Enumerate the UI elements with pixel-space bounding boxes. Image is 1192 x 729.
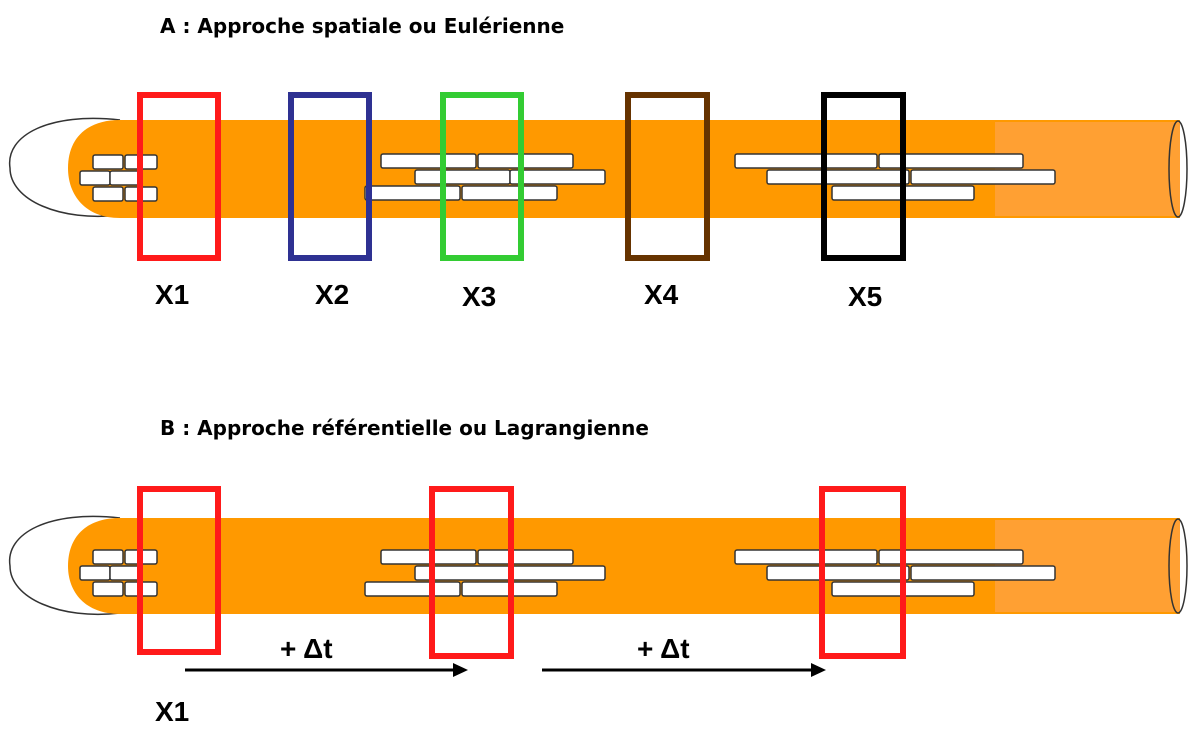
particle — [766, 169, 910, 185]
arrow-head-2 — [811, 663, 826, 677]
particle — [380, 153, 477, 169]
tracking-frame-t0 — [137, 486, 221, 655]
particle — [509, 565, 606, 581]
particle — [477, 549, 574, 565]
particle — [92, 549, 124, 565]
arrow-head-1 — [453, 663, 468, 677]
time-step-arrows — [185, 663, 826, 677]
time-step-label-1: + Δt — [280, 633, 333, 664]
particle — [92, 154, 124, 170]
tube-a-end-ring — [1168, 120, 1188, 218]
particle — [79, 565, 111, 581]
start-label-x1: X1 — [155, 696, 190, 727]
particle — [414, 169, 511, 185]
particle — [734, 153, 878, 169]
station-label-x2: X2 — [315, 279, 350, 310]
tube-b-end-ring — [1168, 518, 1188, 614]
tracking-frame-t1 — [429, 486, 514, 659]
particle — [461, 185, 558, 201]
particle — [910, 565, 1056, 581]
tube-b-particles — [79, 549, 1056, 597]
particle — [364, 185, 461, 201]
tracking-frame-t2 — [819, 486, 906, 659]
panel-b-title: B : Approche référentielle ou Lagrangien… — [160, 416, 649, 440]
particle — [477, 153, 574, 169]
station-label-x5: X5 — [848, 281, 883, 312]
station-frame-x2 — [288, 92, 372, 261]
particle — [878, 549, 1024, 565]
particle — [92, 581, 124, 597]
tube-a-light-band — [995, 122, 1180, 216]
particle — [364, 581, 461, 597]
particle — [92, 186, 124, 202]
panel-a-title: A : Approche spatiale ou Eulérienne — [160, 14, 565, 38]
particle — [734, 549, 878, 565]
particle — [878, 153, 1024, 169]
station-frame-x1 — [137, 92, 221, 261]
station-frame-x5 — [821, 92, 906, 261]
station-frame-x4 — [625, 92, 710, 261]
particle — [79, 170, 111, 186]
station-frame-x3 — [440, 92, 524, 261]
particle — [509, 169, 606, 185]
tracking-frames-b — [137, 486, 906, 659]
particle — [380, 549, 477, 565]
particle — [109, 170, 141, 186]
tube-b — [8, 486, 1188, 677]
particle — [910, 169, 1056, 185]
station-label-x4: X4 — [644, 279, 679, 310]
tube-a — [8, 92, 1188, 261]
station-frames-a — [137, 92, 906, 261]
particle — [766, 565, 910, 581]
particle — [109, 565, 141, 581]
station-label-x1: X1 — [155, 279, 190, 310]
station-label-x3: X3 — [462, 281, 497, 312]
time-step-label-2: + Δt — [637, 633, 690, 664]
